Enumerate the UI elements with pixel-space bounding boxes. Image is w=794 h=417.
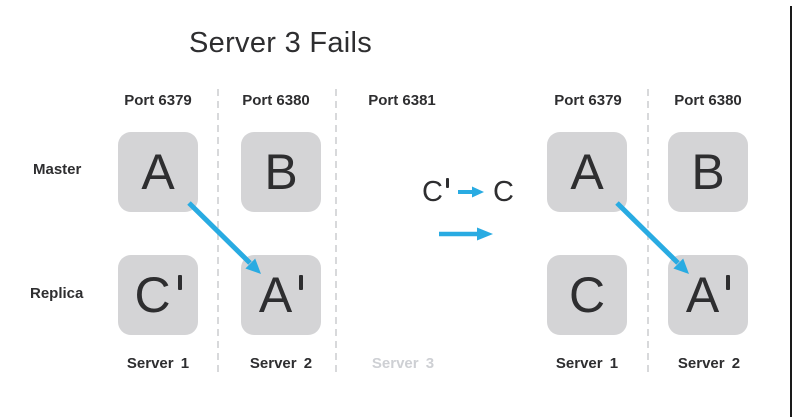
node-letter: A xyxy=(570,144,604,200)
node-box-right-master-b: B xyxy=(668,132,748,212)
port-label-left-6380: Port 6380 xyxy=(242,92,310,109)
node-box-left-replica-a: A xyxy=(241,255,321,335)
node-letter: A xyxy=(141,144,175,200)
promotion-annotation: C C xyxy=(422,176,514,208)
node-box-right-master-a: A xyxy=(547,132,627,212)
node-box-right-master-c: C xyxy=(547,255,627,335)
prime-mark xyxy=(726,274,731,290)
prime-mark xyxy=(445,178,449,188)
right-arrow-icon xyxy=(439,227,493,241)
node-letter: B xyxy=(691,144,725,200)
column-divider xyxy=(647,89,649,375)
server-label-left-1: Server 1 xyxy=(126,355,190,372)
node-letter: A xyxy=(685,267,720,323)
server-label-left-2: Server 2 xyxy=(249,355,313,372)
row-label-replica: Replica xyxy=(30,285,84,302)
server-label-left-3-failed: Server 3 xyxy=(371,355,435,372)
frame-right-border xyxy=(790,6,792,417)
node-letter: A xyxy=(258,267,293,323)
port-label-right-6380: Port 6380 xyxy=(674,92,742,109)
diagram-title: Server 3 Fails xyxy=(189,27,373,59)
prime-mark xyxy=(299,274,304,290)
node-letter: B xyxy=(264,144,298,200)
column-divider xyxy=(217,89,219,375)
column-divider xyxy=(335,89,337,375)
node-box-right-replica-a: A xyxy=(668,255,748,335)
node-box-left-master-a: A xyxy=(118,132,198,212)
prime-mark xyxy=(177,274,182,290)
port-label-left-6381: Port 6381 xyxy=(368,92,436,109)
port-label-right-6379: Port 6379 xyxy=(554,92,622,109)
annotation-to-letter: C xyxy=(492,175,514,208)
small-right-arrow-icon xyxy=(457,186,484,198)
port-label-left-6379: Port 6379 xyxy=(124,92,192,109)
server-label-right-1: Server 1 xyxy=(555,355,619,372)
node-letter: C xyxy=(568,267,606,323)
row-label-master: Master xyxy=(33,161,82,178)
annotation-from-letter: C xyxy=(422,175,443,208)
node-letter: C xyxy=(134,267,171,323)
node-box-left-replica-c: C xyxy=(118,255,198,335)
server-label-right-2: Server 2 xyxy=(677,355,741,372)
node-box-left-master-b: B xyxy=(241,132,321,212)
